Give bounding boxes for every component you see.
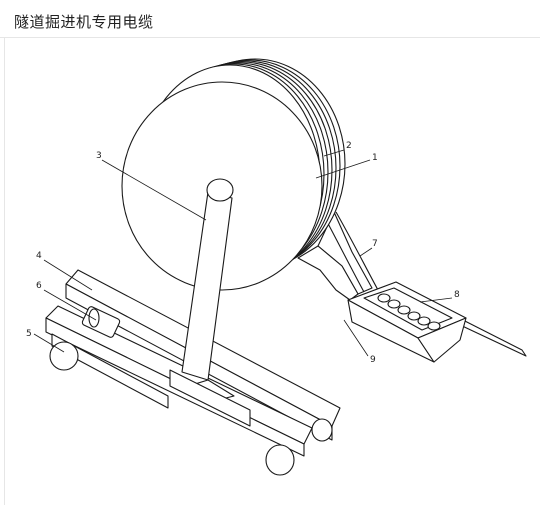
patent-drawing: 3 4 6 5 2 1 7 8 9	[0, 38, 540, 505]
bracket-sleeve	[81, 306, 121, 338]
callout-7: 7	[372, 239, 378, 249]
window-edge	[0, 38, 5, 505]
axle-hub	[206, 178, 234, 202]
guide-rollers	[377, 293, 441, 331]
wheel-front-left	[49, 341, 79, 371]
cable-reel-diagram: 3 4 6 5 2 1 7 8 9	[26, 58, 527, 476]
callout-labels: 3 4 6 5 2 1 7 8 9	[26, 141, 460, 365]
cable-strand	[454, 315, 527, 357]
leader-lines	[33, 149, 453, 357]
callout-4: 4	[36, 251, 42, 261]
callout-9: 9	[370, 355, 376, 365]
callout-2: 2	[346, 141, 352, 151]
page-title: 隧道掘进机专用电缆	[14, 13, 154, 31]
callout-1: 1	[372, 153, 378, 163]
title-bar: 隧道掘进机专用电缆	[0, 0, 540, 38]
callout-3: 3	[96, 151, 102, 161]
callout-6: 6	[36, 281, 42, 291]
wheel-front-right	[265, 444, 295, 476]
wheel-rear	[311, 418, 333, 442]
guide-box	[347, 281, 467, 363]
callout-5: 5	[26, 329, 32, 339]
support-stand	[169, 178, 251, 427]
wheels	[49, 341, 333, 476]
callout-8: 8	[454, 290, 460, 300]
